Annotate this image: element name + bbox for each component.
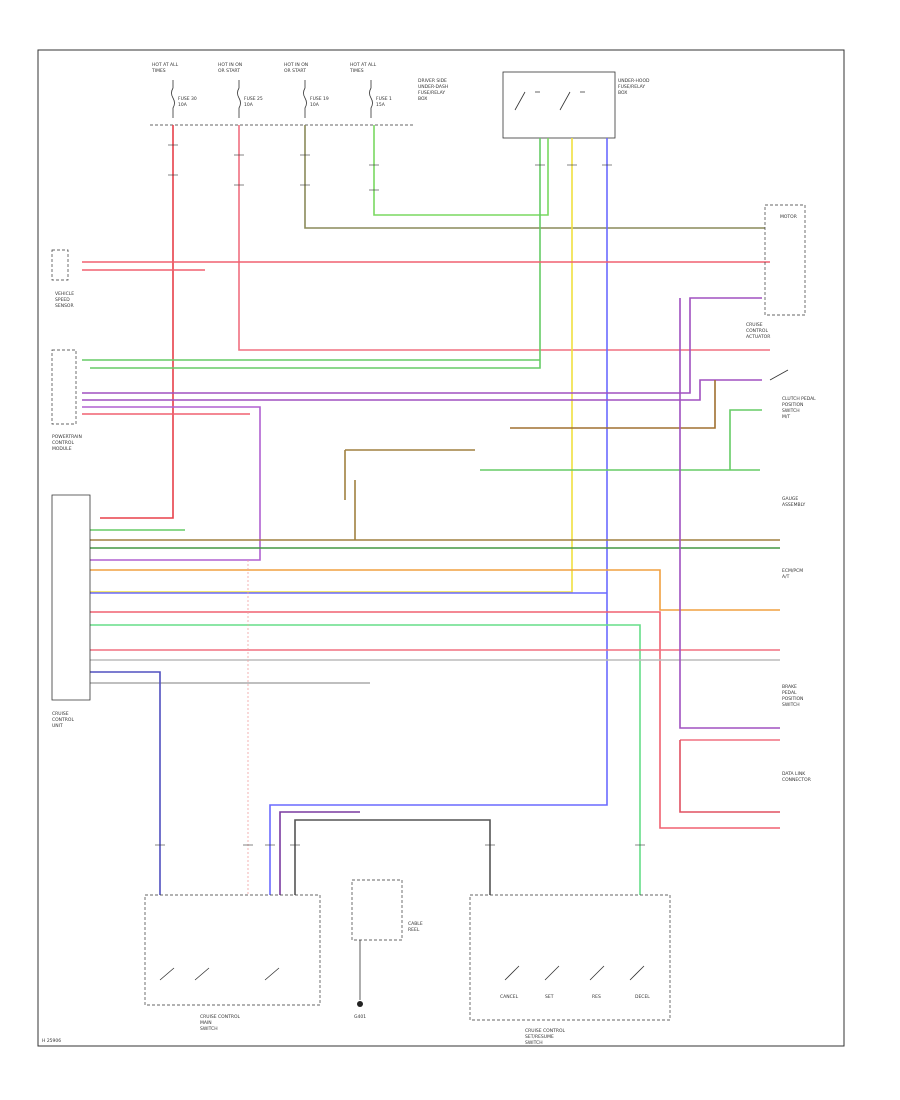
brake-label-4: SWITCH — [782, 702, 800, 708]
relay-box: UNDER-HOOD FUSE/RELAY BOX — [502, 71, 650, 139]
set-resume-label-1: CRUISE CONTROL — [525, 1028, 565, 1034]
fuse-1-symbol — [171, 80, 175, 118]
data-link-connector: DATA LINK CONNECTOR — [782, 771, 811, 783]
sr-pos-set: SET — [545, 994, 554, 1000]
vss-label-3: SENSOR — [55, 303, 74, 309]
brake-label-3: POSITION — [782, 696, 803, 702]
fuse-4-amp: 15A — [376, 102, 386, 108]
brake-label-1: BRAKE — [782, 684, 797, 690]
cruise-unit-label-3: UNIT — [52, 723, 63, 729]
diagram-frame — [37, 49, 845, 1047]
ground-point: G401 — [354, 940, 366, 1020]
gauge-label-1: GAUGE — [782, 496, 798, 502]
fuse-4-symbol — [369, 80, 373, 118]
clutch-label-1: CLUTCH PEDAL — [782, 396, 816, 402]
fuse-1-caption-1: HOT AT ALL — [152, 62, 179, 68]
fuse-3-caption-1: HOT IN ON — [284, 62, 308, 68]
clutch-label-3: SWITCH — [782, 408, 800, 414]
set-resume-label-2: SET/RESUME — [525, 1034, 554, 1040]
sr-pos-decel: DECEL — [635, 994, 650, 1000]
fuse-1-label: FUSE 30 — [178, 96, 197, 102]
powertrain-control-module: POWERTRAIN CONTROL MODULE — [51, 349, 82, 452]
cruise-actuator: MOTOR CRUISE CONTROL ACTUATOR — [746, 204, 806, 340]
brake-pedal-switch: BRAKE PEDAL POSITION SWITCH — [782, 684, 803, 708]
wires — [82, 125, 780, 895]
vss-label-2: SPEED — [55, 297, 70, 303]
fuse-2-label: FUSE 25 — [244, 96, 263, 102]
gauge-assembly: GAUGE ASSEMBLY — [782, 496, 806, 508]
fuse-box-name-3: FUSE/RELAY — [418, 90, 445, 96]
cable-reel-label-1: CABLE — [408, 921, 423, 927]
pcm-label-1: POWERTRAIN — [52, 434, 82, 440]
clutch-label-2: POSITION — [782, 402, 803, 408]
fuse-box-name-2: UNDER-DASH — [418, 84, 448, 90]
diagram-code: H 25906 — [42, 1038, 61, 1044]
fuse-4-label: FUSE 1 — [376, 96, 392, 102]
ecu-at: A/T — [782, 574, 790, 580]
fuse-4-caption-1: HOT AT ALL — [350, 62, 377, 68]
fuse-block-top: HOT AT ALL TIMES FUSE 30 10A HOT IN ON O… — [150, 62, 448, 126]
sr-pos-cancel: CANCEL — [500, 994, 519, 1000]
ecu-label: ECM/PCM — [782, 568, 803, 574]
relay-box-name-2: FUSE/RELAY — [618, 84, 645, 90]
actuator-label-3: ACTUATOR — [746, 334, 770, 340]
actuator-label-2: CONTROL — [746, 328, 768, 334]
dlc-label-1: DATA LINK — [782, 771, 806, 777]
fuse-3-caption-2: OR START — [284, 68, 306, 74]
gauge-label-2: ASSEMBLY — [782, 502, 806, 508]
set-resume-switch: CANCEL SET RES DECEL CRUISE CONTROL SET/… — [469, 894, 671, 1046]
dlc-label-2: CONNECTOR — [782, 777, 811, 783]
fuse-2-symbol — [237, 80, 241, 118]
ecm-connector: ECM/PCM A/T — [782, 568, 803, 580]
clutch-pedal-switch: CLUTCH PEDAL POSITION SWITCH M/T — [769, 369, 816, 420]
actuator-motor: MOTOR — [780, 214, 797, 220]
fuse-2-caption-2: OR START — [218, 68, 240, 74]
relay-box-name-1: UNDER-HOOD — [618, 78, 650, 84]
main-switch-label-2: MAIN — [200, 1020, 212, 1026]
cruise-control-unit: CRUISE CONTROL UNIT — [51, 494, 91, 729]
fuse-3-amp: 10A — [310, 102, 320, 108]
connector-marks — [155, 144, 645, 846]
brake-label-2: PEDAL — [782, 690, 797, 696]
actuator-label-1: CRUISE — [746, 322, 763, 328]
vehicle-speed-sensor: VEHICLE SPEED SENSOR — [51, 249, 74, 309]
vss-label-1: VEHICLE — [55, 291, 74, 297]
cruise-unit-label-1: CRUISE — [52, 711, 69, 717]
main-switch-label-3: SWITCH — [200, 1026, 218, 1032]
cable-reel: CABLE REEL — [351, 879, 423, 941]
cruise-unit-label-2: CONTROL — [52, 717, 74, 723]
ground-label: G401 — [354, 1014, 366, 1020]
pcm-label-3: MODULE — [52, 446, 72, 452]
clutch-mt: M/T — [782, 414, 790, 420]
fuse-box-name-1: DRIVER SIDE — [418, 78, 447, 84]
fuse-3-symbol — [303, 80, 307, 118]
relay-box-name-3: BOX — [618, 90, 627, 96]
set-resume-label-3: SWITCH — [525, 1040, 543, 1046]
fuse-2-caption-1: HOT IN ON — [218, 62, 242, 68]
main-switch-label-1: CRUISE CONTROL — [200, 1014, 240, 1020]
fuse-1-amp: 10A — [178, 102, 188, 108]
fuse-1-caption-2: TIMES — [151, 68, 166, 74]
pcm-label-2: CONTROL — [52, 440, 74, 446]
cable-reel-label-2: REEL — [408, 927, 420, 933]
cruise-main-switch: CRUISE CONTROL MAIN SWITCH — [144, 894, 321, 1032]
fuse-2-amp: 10A — [244, 102, 254, 108]
fuse-4-caption-2: TIMES — [349, 68, 364, 74]
sr-pos-res: RES — [592, 994, 601, 1000]
fuse-3-label: FUSE 19 — [310, 96, 329, 102]
fuse-box-name-4: BOX — [418, 96, 427, 102]
